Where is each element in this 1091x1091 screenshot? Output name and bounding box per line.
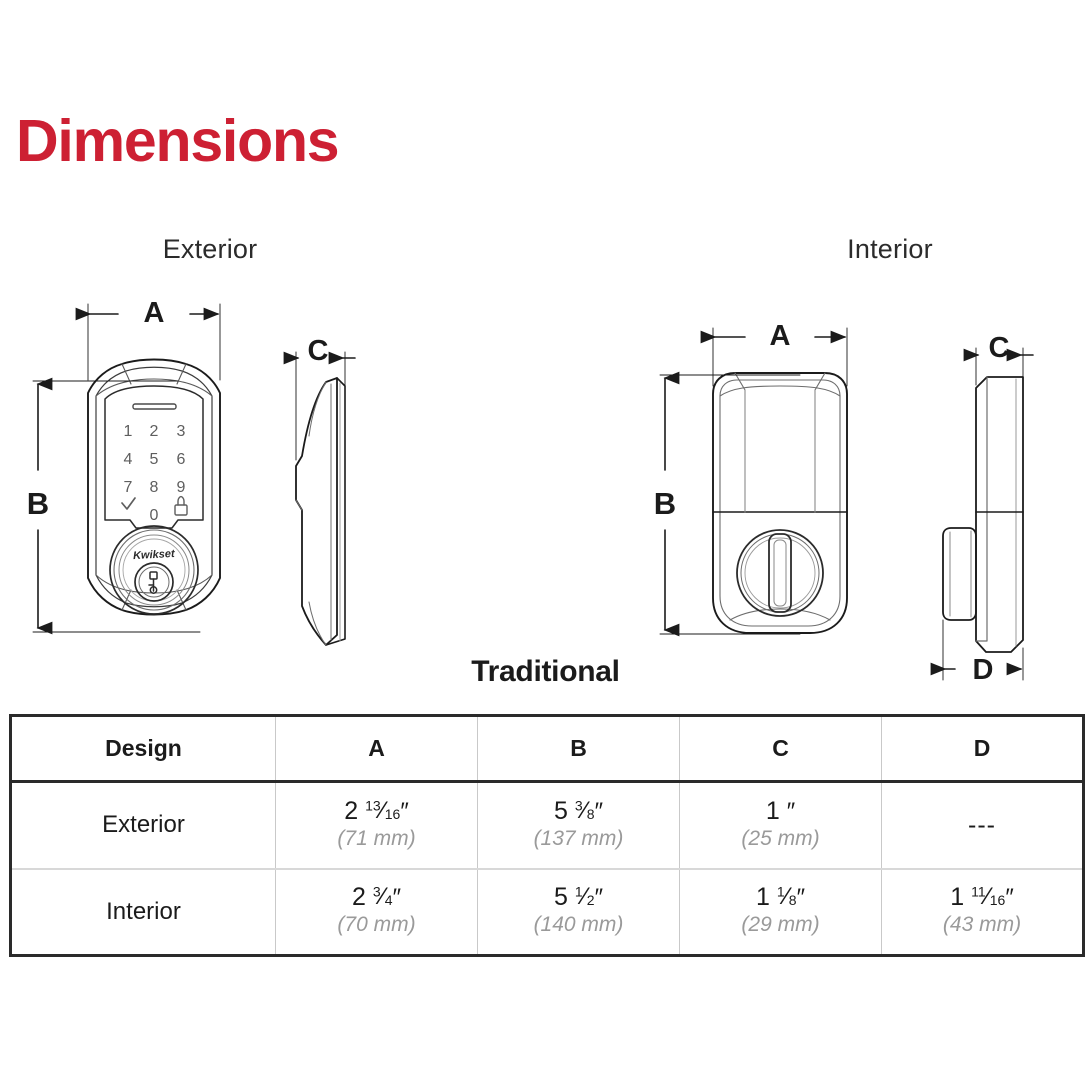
table-header-a: A	[275, 715, 478, 782]
value-inches: 1 11⁄16″	[950, 883, 1014, 912]
table-cell-value: 1 11⁄16″(43 mm)	[881, 868, 1085, 956]
interior-lock-front-view	[712, 372, 848, 634]
svg-text:8: 8	[150, 479, 159, 496]
page-title: Dimensions	[16, 108, 340, 174]
exterior-lock-side-view	[295, 377, 346, 646]
interior-dim-A-label: A	[770, 320, 791, 352]
svg-text:9: 9	[177, 479, 186, 496]
traditional-caption: Traditional	[471, 655, 620, 688]
value-inches: 2 13⁄16″	[344, 796, 409, 825]
interior-dim-C-label: C	[989, 332, 1010, 364]
table-cell-value: 2 13⁄16″(71 mm)	[275, 781, 478, 869]
design-label: Exterior	[102, 811, 185, 839]
exterior-dim-C	[283, 351, 356, 461]
value-millimeters: (140 mm)	[533, 913, 624, 937]
table-header-b: B	[477, 715, 680, 782]
thumbturn-icon	[736, 529, 824, 617]
table-header-c: C	[679, 715, 882, 782]
exterior-section-label: Exterior	[162, 234, 258, 264]
exterior-dim-A-label: A	[144, 297, 165, 329]
kwikset-wordmark: Kwikset	[133, 548, 176, 562]
table-header: Design A B C D	[9, 715, 1085, 782]
svg-text:2: 2	[150, 423, 159, 440]
interior-dim-B	[659, 371, 801, 637]
table-cell-value: 5 3⁄8″(137 mm)	[477, 781, 680, 869]
value-inches: 1 ″	[765, 796, 796, 825]
table-cell-value: ---	[881, 781, 1085, 869]
exterior-lock-front-view	[87, 358, 221, 616]
value-millimeters: (43 mm)	[942, 913, 1022, 937]
value-millimeters: (70 mm)	[337, 913, 416, 937]
value-millimeters: (71 mm)	[337, 826, 416, 850]
interior-dim-B-label: B	[654, 486, 676, 521]
table-cell-value: 1 ″(25 mm)	[679, 781, 882, 869]
table-cell-design: Exterior	[9, 781, 276, 869]
value-millimeters: (137 mm)	[533, 826, 624, 850]
value-inches: 5 3⁄8″	[554, 796, 603, 825]
value-inches: ---	[968, 811, 996, 840]
keyhole-icon	[148, 571, 158, 594]
interior-section-label: Interior	[847, 234, 933, 264]
exterior-dim-B-label: B	[27, 486, 49, 521]
padlock-icon	[174, 495, 188, 516]
svg-text:5: 5	[150, 451, 159, 468]
value-inches: 5 1⁄2″	[554, 883, 603, 912]
svg-text:1: 1	[124, 423, 133, 440]
exterior-cylinder	[109, 525, 199, 615]
svg-text:6: 6	[177, 451, 186, 468]
svg-text:3: 3	[177, 423, 186, 440]
table-header-d: D	[881, 715, 1085, 782]
table-header-design: Design	[9, 715, 276, 782]
value-inches: 1 1⁄8″	[756, 883, 805, 912]
interior-lock-side-view	[942, 376, 1024, 653]
design-label: Interior	[106, 897, 181, 925]
value-millimeters: (29 mm)	[741, 913, 820, 937]
value-inches: 2 3⁄4″	[352, 883, 401, 912]
interior-dim-C	[963, 347, 1034, 386]
svg-text:4: 4	[124, 451, 133, 468]
checkmark-icon	[121, 497, 136, 510]
table-cell-value: 1 1⁄8″(29 mm)	[679, 868, 882, 956]
interior-dim-A	[700, 327, 848, 387]
svg-text:0: 0	[150, 507, 159, 524]
svg-text:7: 7	[124, 479, 133, 496]
table-cell-value: 2 3⁄4″(70 mm)	[275, 868, 478, 956]
table-cell-value: 5 1⁄2″(140 mm)	[477, 868, 680, 956]
exterior-dim-C-label: C	[308, 335, 329, 367]
table-cell-design: Interior	[9, 868, 276, 956]
value-millimeters: (25 mm)	[741, 826, 820, 850]
exterior-dim-A	[75, 303, 221, 381]
exterior-dim-B	[32, 377, 201, 635]
